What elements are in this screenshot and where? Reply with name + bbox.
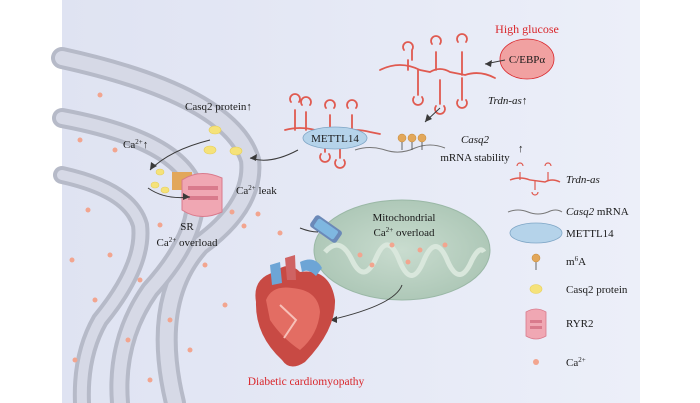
ca-ion-icon (533, 359, 539, 365)
mettl14-legend-icon (510, 223, 562, 243)
casq2-protein-icon (530, 285, 542, 294)
cebpa-label: C/EBPα (509, 54, 546, 66)
legend-casq2-protein-text: Casq2 protein (566, 284, 628, 296)
mrna-stability-arrow: ↑ (518, 143, 524, 155)
mito-line2-label: Ca2+ overload (374, 226, 435, 239)
legend-ryr2-text: RYR2 (566, 318, 594, 330)
legend-mettl14-text: METTL14 (566, 228, 614, 240)
sr-overload-label: Ca2+ overload (157, 236, 218, 249)
mettl14-center-label: METTL14 (311, 133, 359, 145)
mito-line1-label: Mitochondrial (373, 212, 436, 224)
diabetic-cardiomyopathy-label: Diabetic cardiomyopathy (248, 376, 365, 388)
ca-leak-label: Ca2+ leak (236, 184, 277, 197)
casq2-italic-label: Casq2 (461, 134, 490, 146)
ryr2-icon (526, 309, 546, 339)
legend-trdn-as-text: Trdn-as (566, 174, 600, 186)
high-glucose-label: High glucose (495, 22, 559, 36)
casq2-protein-up-label: Casq2 protein↑ (185, 101, 252, 113)
sr-label: SR (180, 221, 194, 233)
legend-casq2-mrna-text: Casq2 mRNA (566, 206, 629, 218)
m6a-icon (532, 254, 540, 262)
mrna-stability-label: mRNA stability (440, 152, 510, 164)
trdn-as-up-label: Trdn-as↑ (488, 95, 527, 107)
